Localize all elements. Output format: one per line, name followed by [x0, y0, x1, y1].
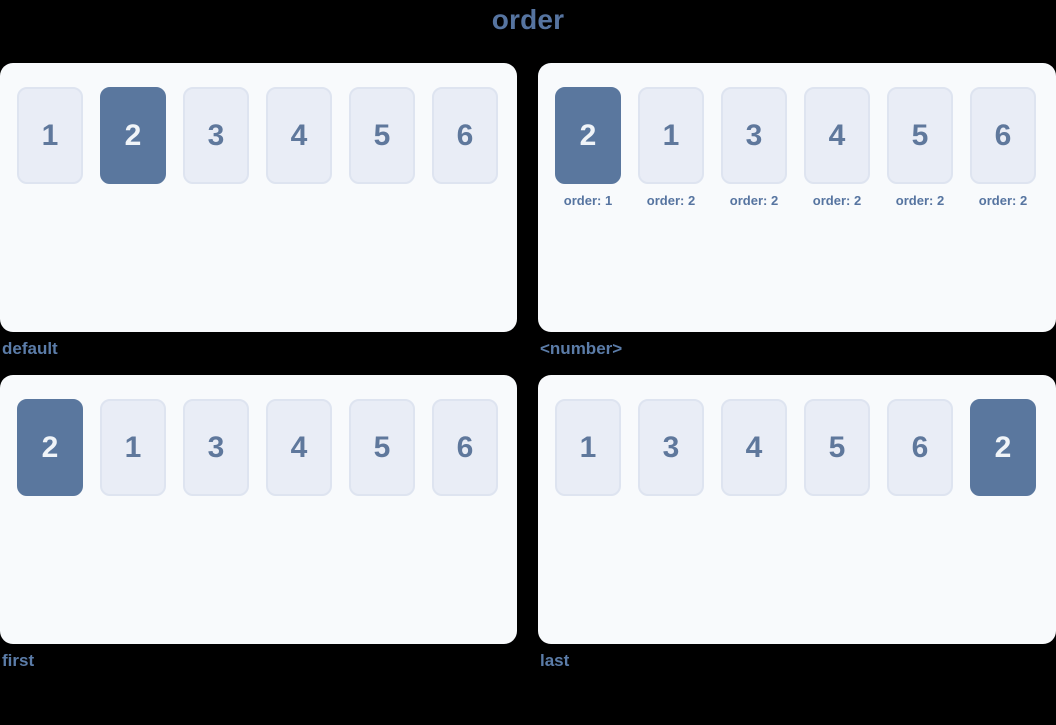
flex-item: 6 — [432, 399, 498, 496]
flex-item-wrap: 3 — [638, 399, 704, 496]
flex-item: 3 — [183, 87, 249, 184]
flex-item-number: 2 — [994, 430, 1012, 464]
order-label: order: 1 — [563, 193, 613, 208]
flex-item: 1 — [100, 399, 166, 496]
page-title: order — [491, 4, 565, 35]
flex-item-wrap: 3 — [183, 87, 249, 184]
flex-item: 3 — [183, 399, 249, 496]
flex-item-wrap: 2 — [100, 87, 166, 184]
flex-item-wrap: 5 order: 2 — [887, 87, 953, 208]
order-label: order: 2 — [646, 193, 696, 208]
flex-item: 3 — [638, 399, 704, 496]
page-header: order — [0, 0, 1056, 63]
flex-item: 5 — [804, 399, 870, 496]
flex-item-number: 1 — [124, 430, 142, 464]
flex-item: 1 — [555, 399, 621, 496]
flex-item: 3 — [721, 87, 787, 184]
flex-item-wrap: 6 — [887, 399, 953, 496]
flex-item-number: 1 — [41, 118, 59, 152]
order-label: order: 2 — [729, 193, 779, 208]
flex-item-wrap: 1 — [555, 399, 621, 496]
flex-item-wrap: 5 — [349, 399, 415, 496]
flex-item-wrap: 5 — [804, 399, 870, 496]
flex-item-wrap: 3 — [183, 399, 249, 496]
flex-item-wrap: 6 order: 2 — [970, 87, 1036, 208]
flex-item-number: 2 — [41, 430, 59, 464]
demo-panel: 1 2 3 4 5 6 — [0, 63, 517, 332]
panel-caption: default — [2, 339, 58, 358]
flex-container: 2 1 3 4 5 6 — [17, 399, 500, 496]
flex-item-number: 6 — [911, 430, 929, 464]
flex-item-number: 5 — [828, 430, 846, 464]
flex-item: 2 — [970, 399, 1036, 496]
flex-container: 1 3 4 5 6 2 — [555, 399, 1039, 496]
flex-item: 4 — [266, 87, 332, 184]
panel-group: 1 2 3 4 5 6 default — [0, 63, 517, 359]
flex-item: 1 — [17, 87, 83, 184]
flex-item: 6 — [887, 399, 953, 496]
flex-container: 2 order: 1 1 order: 2 3 order: 2 4 order… — [555, 87, 1039, 208]
flex-container: 1 2 3 4 5 6 — [17, 87, 500, 184]
flex-item-number: 3 — [745, 118, 763, 152]
flex-item: 1 — [638, 87, 704, 184]
panel-group: 1 3 4 5 6 2 last — [538, 375, 1056, 671]
flex-item: 5 — [349, 399, 415, 496]
panel-group: 2 order: 1 1 order: 2 3 order: 2 4 order… — [538, 63, 1056, 359]
flex-item: 2 — [555, 87, 621, 184]
flex-item-number: 3 — [662, 430, 680, 464]
flex-item-wrap: 1 — [17, 87, 83, 184]
demo-panel: 2 1 3 4 5 6 — [0, 375, 517, 644]
flex-item: 6 — [432, 87, 498, 184]
flex-item-number: 6 — [456, 430, 474, 464]
order-label: order: 2 — [978, 193, 1028, 208]
flex-item: 6 — [970, 87, 1036, 184]
flex-item-wrap: 6 — [432, 399, 498, 496]
panel-caption: first — [2, 651, 35, 670]
flex-item-wrap: 1 order: 2 — [638, 87, 704, 208]
order-label: order: 2 — [812, 193, 862, 208]
flex-item-number: 2 — [124, 118, 142, 152]
order-label: order: 2 — [895, 193, 945, 208]
flex-item-wrap: 4 order: 2 — [804, 87, 870, 208]
flex-item-number: 6 — [994, 118, 1012, 152]
flex-item-number: 6 — [456, 118, 474, 152]
flex-item-wrap: 2 order: 1 — [555, 87, 621, 208]
flex-item: 4 — [804, 87, 870, 184]
flex-item-number: 1 — [662, 118, 680, 152]
flex-item-number: 5 — [911, 118, 929, 152]
panel-caption: <number> — [540, 339, 623, 358]
flex-item: 2 — [100, 87, 166, 184]
flex-item-number: 4 — [745, 430, 763, 464]
panel-group: 2 1 3 4 5 6 first — [0, 375, 517, 671]
flex-item-wrap: 2 — [17, 399, 83, 496]
demo-panel: 1 3 4 5 6 2 — [538, 375, 1056, 644]
flex-item: 5 — [887, 87, 953, 184]
flex-item-number: 4 — [290, 430, 308, 464]
demo-panel: 2 order: 1 1 order: 2 3 order: 2 4 order… — [538, 63, 1056, 332]
flex-item-number: 5 — [373, 430, 391, 464]
flex-item-number: 5 — [373, 118, 391, 152]
flex-item-wrap: 1 — [100, 399, 166, 496]
flex-item-number: 2 — [579, 118, 597, 152]
flex-item-wrap: 4 — [266, 399, 332, 496]
flex-item-wrap: 6 — [432, 87, 498, 184]
flex-item-wrap: 4 — [266, 87, 332, 184]
flex-item-number: 1 — [579, 430, 597, 464]
flex-item-number: 3 — [207, 118, 225, 152]
panel-caption: last — [540, 651, 570, 670]
flex-item-wrap: 2 — [970, 399, 1036, 496]
flex-item: 2 — [17, 399, 83, 496]
flex-item-wrap: 3 order: 2 — [721, 87, 787, 208]
flex-item: 5 — [349, 87, 415, 184]
flex-item-number: 3 — [207, 430, 225, 464]
flex-item-number: 4 — [828, 118, 846, 152]
demo-grid: 1 2 3 4 5 6 default — [0, 63, 1056, 671]
flex-item-number: 4 — [290, 118, 308, 152]
flex-item: 4 — [266, 399, 332, 496]
flex-item-wrap: 5 — [349, 87, 415, 184]
flex-item-wrap: 4 — [721, 399, 787, 496]
flex-item: 4 — [721, 399, 787, 496]
